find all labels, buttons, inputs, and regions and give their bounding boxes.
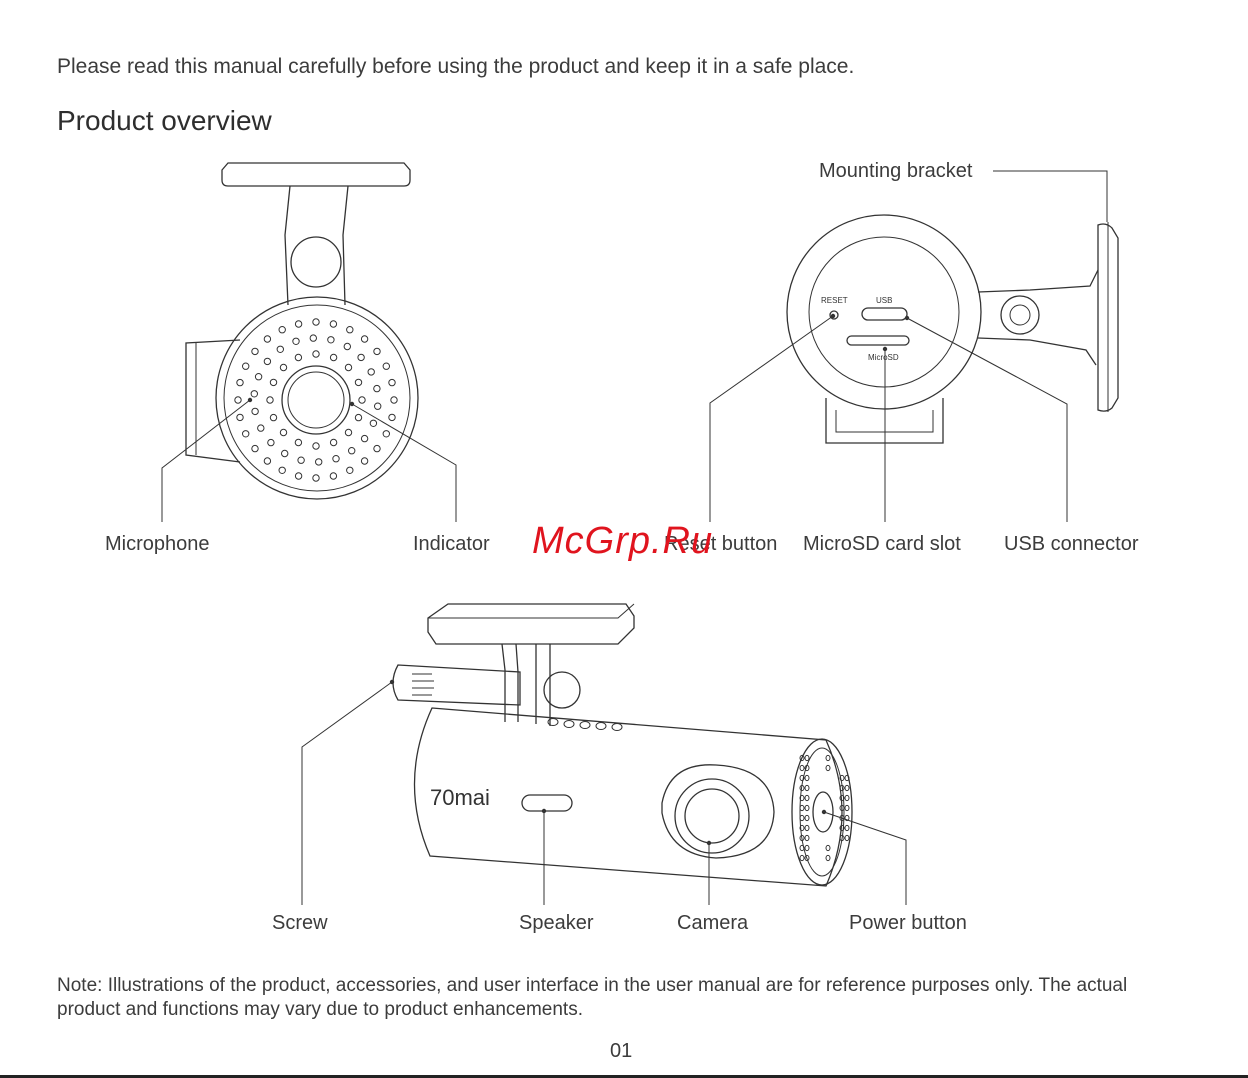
label-indicator: Indicator [413, 533, 490, 555]
label-microphone: Microphone [105, 533, 210, 555]
label-camera: Camera [677, 912, 749, 934]
leader-endpoints [247, 313, 910, 846]
leader-lines [161, 170, 1108, 905]
front-view-illustration [185, 162, 419, 500]
section-title: Product overview [57, 105, 272, 136]
microphone-holes [234, 318, 398, 482]
side-speaker-holes [799, 754, 850, 862]
side-view-illustration [392, 603, 853, 887]
label-power-button: Power button [849, 912, 967, 934]
page-number: 01 [610, 1040, 633, 1062]
label-screw: Screw [272, 912, 328, 934]
label-reset-button: Reset button [664, 533, 778, 555]
label-microsd-slot: MicroSD card slot [803, 533, 961, 555]
microsd-print: MicroSD [868, 353, 899, 362]
note-text: Note: Illustrations of the product, acce… [57, 975, 1128, 1020]
brand-logo: 70mai [430, 785, 490, 810]
label-speaker: Speaker [519, 912, 594, 934]
intro-text: Please read this manual carefully before… [57, 55, 855, 78]
label-mounting-bracket: Mounting bracket [819, 160, 973, 182]
reset-print: RESET [821, 296, 848, 305]
bottom-rule [0, 1075, 1248, 1078]
label-usb-connector: USB connector [1004, 533, 1139, 555]
rear-view-illustration [786, 214, 1119, 444]
watermark: McGrp.Ru [532, 520, 714, 562]
usb-print: USB [876, 296, 892, 305]
